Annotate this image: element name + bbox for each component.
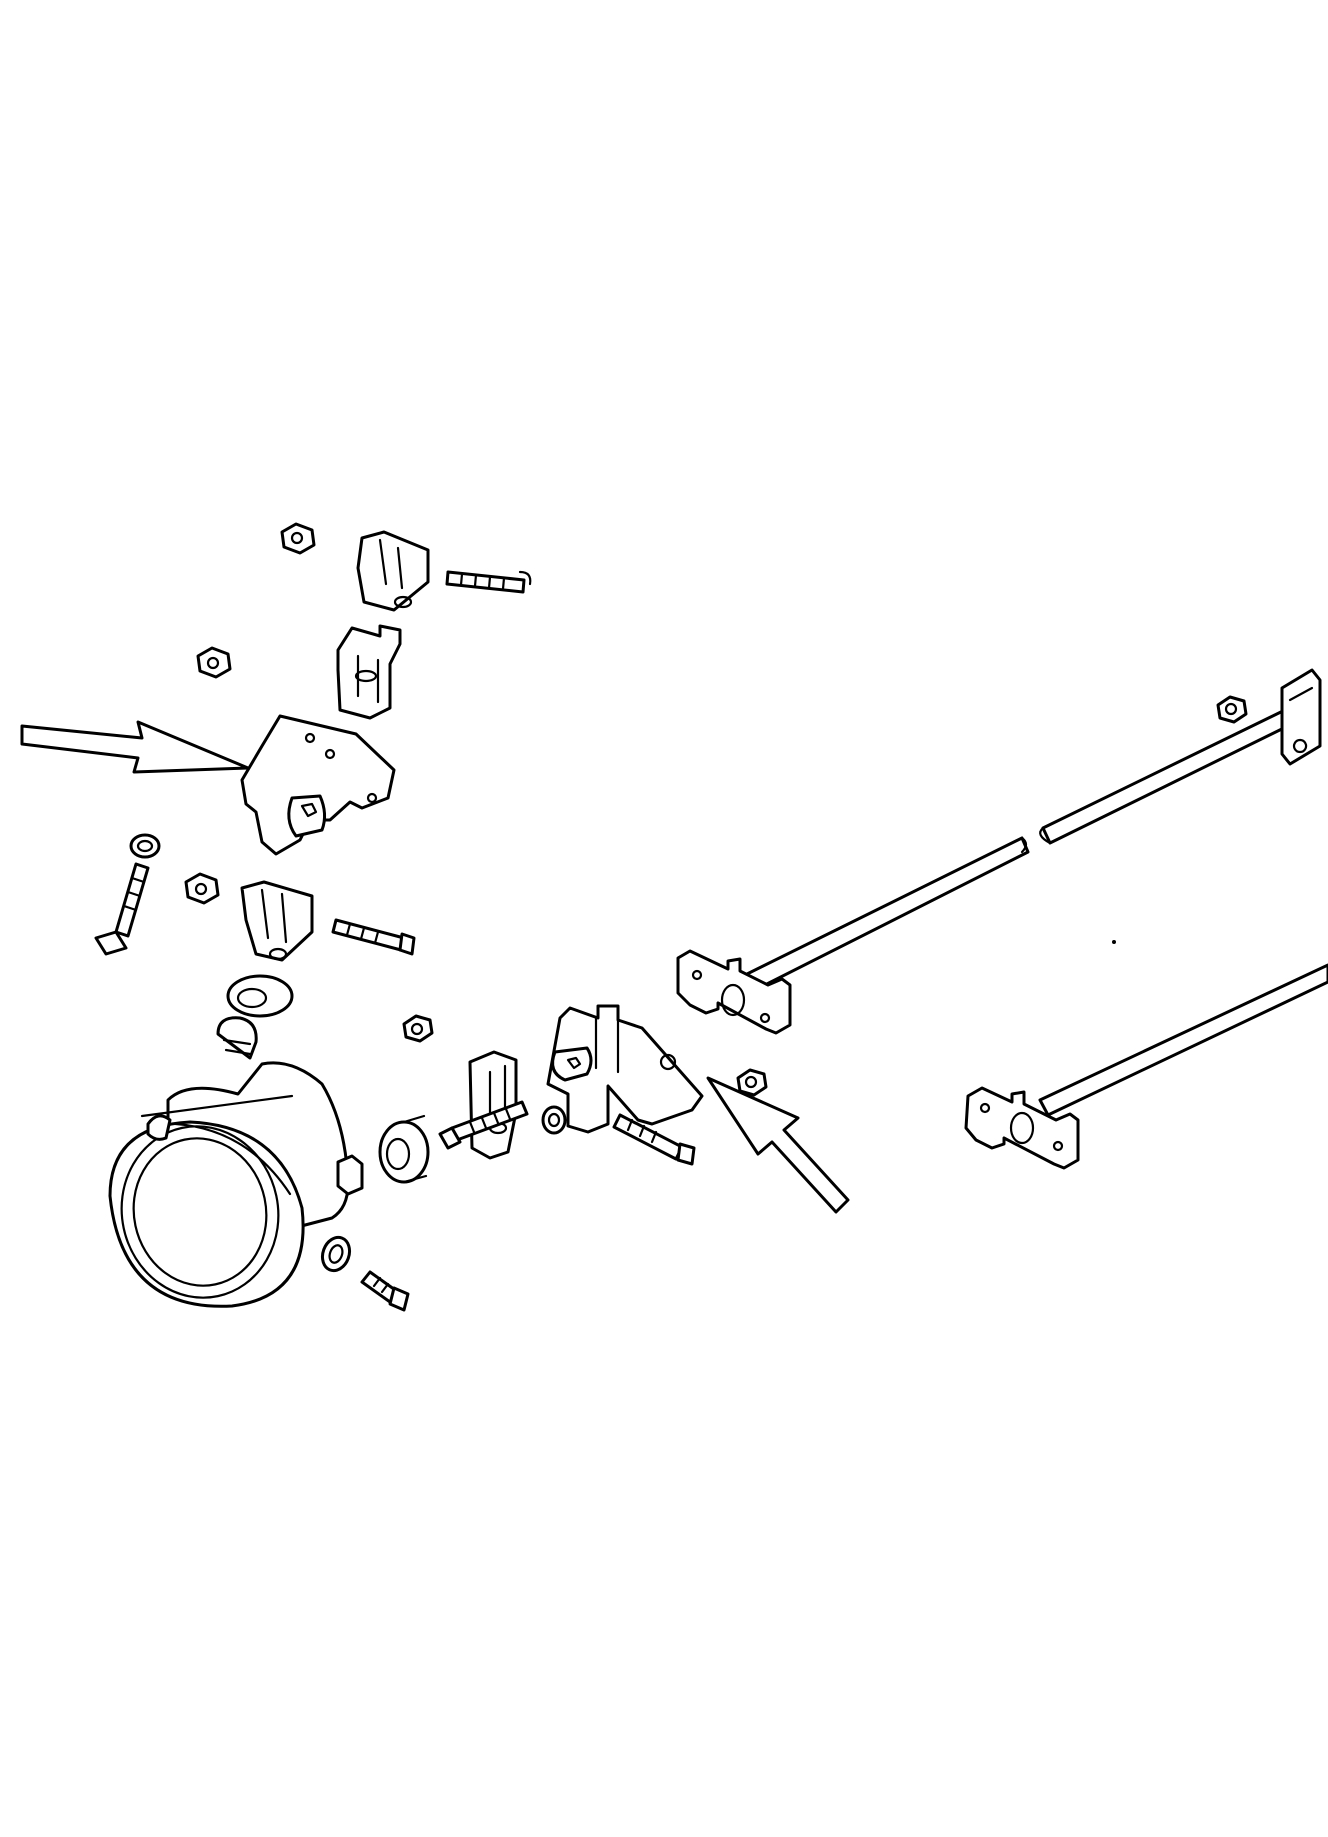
washer-center — [541, 1105, 567, 1135]
mounting-bracket-left — [240, 880, 314, 962]
bushing-center — [378, 1114, 430, 1184]
bolt-lower — [360, 1270, 410, 1312]
bolt-center-left — [438, 1100, 529, 1150]
universal-joint-flange — [240, 714, 396, 856]
bushing-left — [226, 974, 294, 1018]
bolt-center-right — [612, 1113, 696, 1166]
drive-shaft-upper — [743, 668, 1322, 992]
universal-joint-center — [546, 1004, 704, 1134]
universal-joint-top — [336, 624, 402, 720]
hex-nut-top — [280, 522, 316, 555]
mounting-bracket-top — [356, 530, 430, 612]
callout-arrow-upper — [20, 720, 250, 774]
hex-nut-left — [184, 872, 220, 905]
hex-nut-mid — [196, 646, 232, 679]
hex-nut-small — [402, 1014, 434, 1043]
mounting-bracket-center — [468, 1050, 518, 1160]
washer-lower — [320, 1235, 352, 1273]
stray-dot — [1112, 940, 1116, 944]
callout-arrow-lower — [706, 1076, 850, 1214]
bolt-left-lower — [331, 918, 416, 956]
drive-shaft-lower — [1038, 963, 1328, 1117]
shaft-flange-upper — [676, 949, 792, 1035]
shaft-flange-lower — [964, 1086, 1080, 1170]
hex-nut — [736, 1068, 768, 1097]
bolt-top — [445, 570, 532, 594]
differential-housing — [108, 1016, 364, 1308]
bolt-left — [94, 862, 150, 956]
washer-left — [129, 833, 161, 859]
